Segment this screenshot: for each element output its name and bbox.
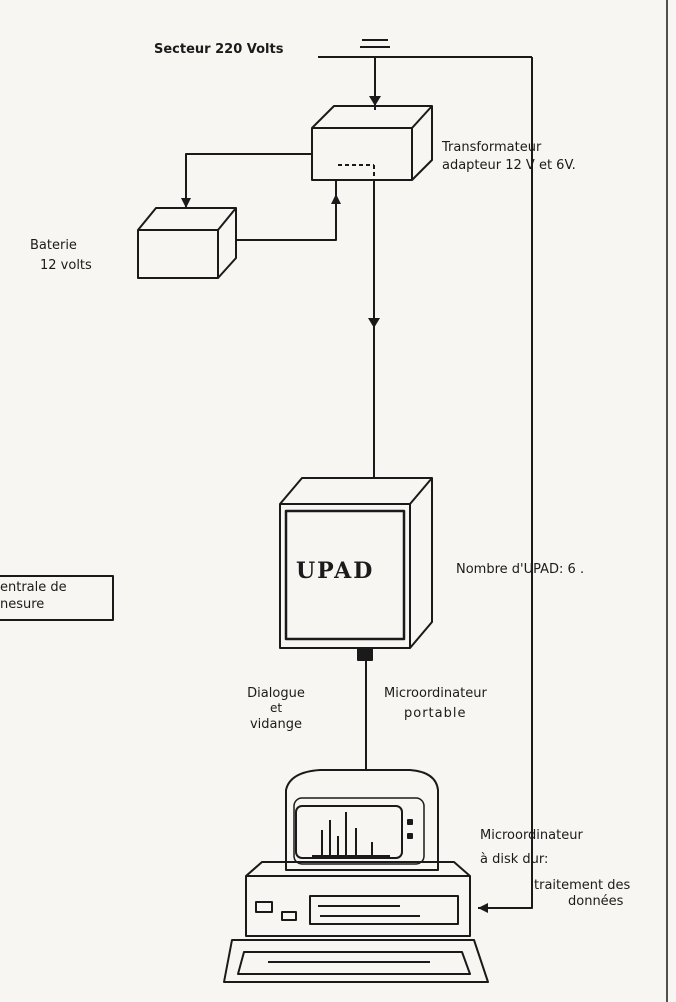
upad-count-label: Nombre d'UPAD: 6 .	[456, 562, 585, 577]
central-box	[0, 575, 114, 621]
computer-monitor	[285, 769, 439, 871]
transformer-battery-link	[185, 153, 337, 241]
dialogue-label-line1: Dialogue	[247, 686, 305, 701]
upad-cabinet	[279, 477, 433, 661]
arrow-into-transformer	[369, 96, 381, 106]
desktop-label-line2: à disk dur:	[480, 852, 549, 867]
mains-desktop-link	[478, 57, 533, 909]
transformer-box	[311, 105, 433, 181]
desktop-label-line4: données	[568, 894, 624, 909]
computer-keyboard	[223, 939, 489, 983]
mains-label: Secteur 220 Volts	[154, 42, 284, 57]
central-label-line2: nesure	[0, 597, 45, 612]
battery-label-line2: 12 volts	[40, 258, 92, 273]
desktop-label-line3: traitement des	[534, 878, 631, 893]
battery-box	[137, 207, 237, 279]
dialogue-label-line3: vidange	[249, 717, 302, 732]
desktop-label-line1: Microordinateur	[480, 828, 583, 843]
mains-symbol	[318, 39, 532, 110]
arrow-down-to-upad	[368, 318, 380, 328]
dialogue-label-line2: et	[269, 701, 283, 715]
battery-label-line1: Baterie	[30, 238, 77, 253]
laptop-label-line1: Microordinateur	[384, 686, 487, 701]
arrow-into-battery	[181, 198, 191, 208]
central-label-line1: entrale de	[0, 580, 67, 595]
arrowheads	[181, 96, 488, 913]
computer-base	[245, 861, 471, 937]
arrow-into-transformer-from-battery	[331, 194, 341, 204]
transformer-label-line1: Transformateur	[442, 140, 542, 155]
transformer-label-line2: adapteur 12 V et 6V.	[442, 158, 576, 173]
laptop-label-line2: portable	[404, 706, 467, 721]
upad-box-label: UPAD	[296, 558, 375, 584]
arrow-into-desktop	[478, 903, 488, 913]
